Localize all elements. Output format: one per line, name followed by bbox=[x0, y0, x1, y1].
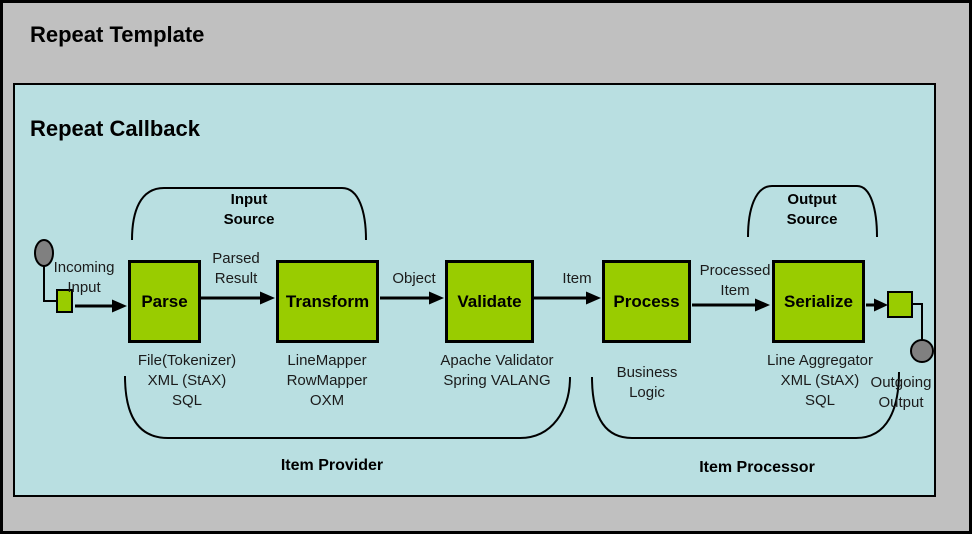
output-source-line1: Output bbox=[787, 191, 837, 208]
input-source-label: Input Source bbox=[189, 190, 309, 230]
outgoing-line1: Outgoing bbox=[870, 374, 932, 391]
processed-item-label: Processed Item bbox=[685, 261, 785, 301]
validate-sublabel: Apache Validator Spring VALANG bbox=[415, 351, 579, 391]
outgoing-output-label: Outgoing Output bbox=[849, 373, 953, 413]
serialize-sub-line1: Line Aggregator bbox=[767, 352, 873, 369]
incoming-item-node bbox=[56, 289, 73, 313]
parse-sublabel: File(Tokenizer) XML (StAX) SQL bbox=[116, 351, 258, 411]
input-source-line1: Input bbox=[230, 191, 268, 208]
item-label: Item bbox=[562, 270, 592, 287]
parsed-result-line1: Parsed bbox=[212, 250, 260, 267]
repeat-callback-title: Repeat Callback bbox=[30, 116, 200, 141]
parsed-result-line2: Result bbox=[214, 270, 258, 287]
parsed-result-label: Parsed Result bbox=[186, 249, 286, 289]
output-source-line2: Source bbox=[786, 211, 838, 228]
object-label: Object bbox=[392, 270, 436, 287]
transform-sub-line1: LineMapper bbox=[287, 352, 367, 369]
transform-box: Transform bbox=[276, 260, 379, 343]
transform-sublabel: LineMapper RowMapper OXM bbox=[256, 351, 398, 411]
arrowhead-transform-to-validate bbox=[429, 291, 444, 305]
processed-item-line1: Processed bbox=[699, 262, 771, 279]
validate-box: Validate bbox=[445, 260, 534, 343]
incoming-connector bbox=[43, 266, 57, 302]
parse-sub-line3: SQL bbox=[171, 392, 202, 409]
parse-sub-line2: XML (StAX) bbox=[147, 372, 227, 389]
incoming-line2: Input bbox=[67, 279, 101, 296]
processed-item-line2: Item bbox=[720, 282, 750, 299]
arrowhead-process-to-serialize bbox=[755, 298, 770, 312]
serialize-sub-line3: SQL bbox=[804, 392, 835, 409]
item-provider-label: Item Provider bbox=[280, 457, 384, 474]
incoming-input-label: Incoming Input bbox=[40, 258, 128, 298]
serialize-sublabel: Line Aggregator XML (StAX) SQL bbox=[744, 351, 896, 411]
arrowhead-parse-to-transform bbox=[260, 291, 275, 305]
serialize-box: Serialize bbox=[772, 260, 865, 343]
repeat-template-title: Repeat Template bbox=[30, 22, 205, 47]
parse-sub-line1: File(Tokenizer) bbox=[137, 352, 237, 369]
validate-sub-line2: Spring VALANG bbox=[443, 372, 551, 389]
arrowhead-serialize-to-outgoing bbox=[874, 298, 888, 312]
input-source-line2: Source bbox=[223, 211, 275, 228]
outgoing-connector bbox=[912, 303, 923, 340]
outgoing-item-node bbox=[887, 291, 913, 318]
transform-sub-line3: OXM bbox=[309, 392, 345, 409]
process-sub-line2: Logic bbox=[629, 384, 665, 401]
item-provider-brace bbox=[124, 375, 571, 439]
process-sublabel: Business Logic bbox=[587, 363, 707, 403]
item-processor-brace bbox=[591, 371, 900, 439]
incoming-line1: Incoming bbox=[53, 259, 115, 276]
validate-sub-line1: Apache Validator bbox=[440, 352, 554, 369]
outgoing-end-node bbox=[910, 339, 934, 363]
outgoing-line2: Output bbox=[878, 394, 924, 411]
output-source-label: Output Source bbox=[752, 190, 872, 230]
serialize-sub-line2: XML (StAX) bbox=[780, 372, 860, 389]
arrowhead-incoming-to-parse bbox=[112, 299, 127, 313]
transform-sub-line2: RowMapper bbox=[286, 372, 368, 389]
parse-box: Parse bbox=[128, 260, 201, 343]
arrowhead-validate-to-process bbox=[586, 291, 601, 305]
item-processor-label: Item Processor bbox=[699, 459, 815, 476]
process-box: Process bbox=[602, 260, 691, 343]
input-source-brace bbox=[131, 187, 367, 241]
output-source-brace bbox=[747, 185, 878, 238]
process-sub-line1: Business bbox=[616, 364, 678, 381]
